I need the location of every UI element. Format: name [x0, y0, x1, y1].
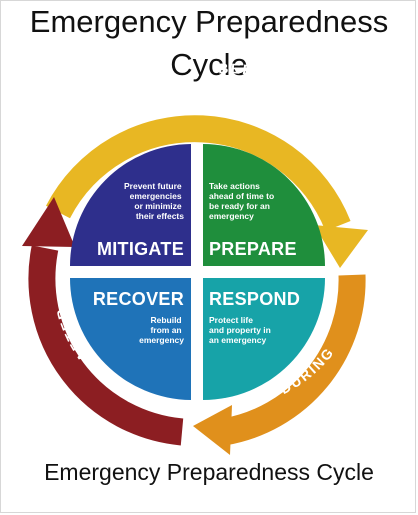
during-ring-segment — [221, 274, 366, 446]
diagram-caption: Emergency Preparedness Cycle — [44, 459, 374, 485]
after-arrow-head — [22, 197, 75, 247]
respond-description: Protect life and property in an emergenc… — [209, 315, 273, 345]
recover-title: RECOVER — [93, 289, 184, 309]
respond-title: RESPOND — [209, 289, 300, 309]
recover-quadrant — [70, 278, 191, 400]
mitigate-title: MITIGATE — [97, 239, 184, 259]
after-ring-segment — [28, 245, 184, 446]
mitigate-quadrant — [69, 144, 191, 266]
before-arrow-head — [314, 225, 368, 268]
respond-quadrant — [203, 278, 325, 400]
recover-description: Rebuild from an emergency — [139, 315, 184, 345]
prepare-description: Take actions ahead of time to be ready f… — [209, 181, 277, 221]
before-ring-segment — [46, 115, 351, 232]
during-arrow-head — [193, 405, 232, 455]
mitigate-description: Prevent future emergencies or minimize t… — [124, 181, 184, 221]
prepare-quadrant — [203, 144, 325, 266]
page-title-line-2: Cycle — [170, 47, 248, 82]
before-label: BEFORE — [218, 60, 292, 89]
page-title-line-1: Emergency Preparedness — [29, 4, 389, 39]
prepare-title: PREPARE — [209, 239, 297, 259]
